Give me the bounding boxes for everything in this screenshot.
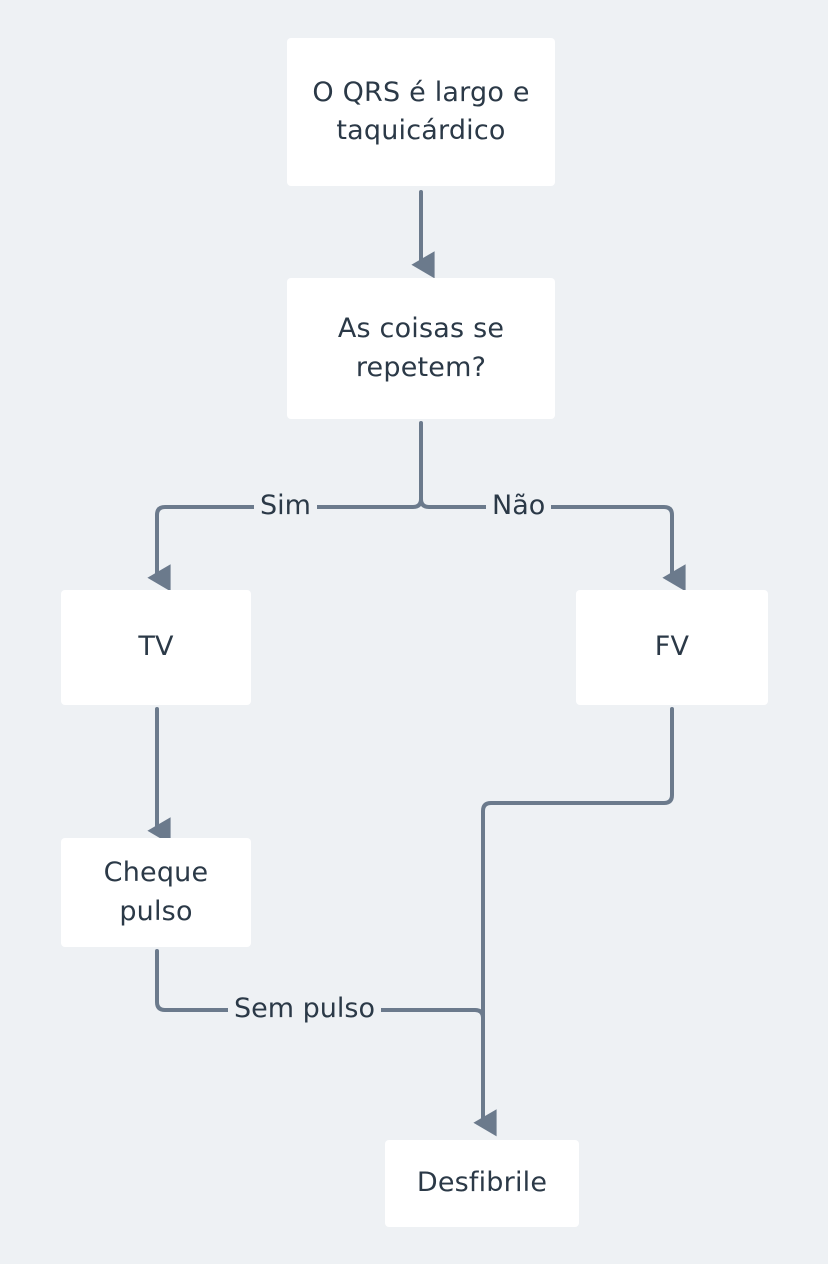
edge-label-yes: Sim — [254, 492, 317, 519]
edge-label-no-pulse: Sem pulso — [228, 995, 381, 1022]
node-check-pulse[interactable]: Cheque pulso — [61, 838, 251, 947]
edge-repeat-to-fv — [419, 497, 686, 592]
node-defibrillate[interactable]: Desfibrile — [385, 1140, 579, 1227]
edge-fv-to-defib — [481, 707, 674, 1124]
edge-label-no: Não — [486, 492, 552, 519]
node-tv[interactable]: TV — [61, 590, 251, 705]
node-root[interactable]: O QRS é largo e taquicárdico — [287, 38, 555, 186]
node-repeat[interactable]: As coisas se repetem? — [287, 278, 555, 419]
edge-pulse-to-defib — [155, 949, 497, 1137]
node-fv[interactable]: FV — [576, 590, 768, 705]
